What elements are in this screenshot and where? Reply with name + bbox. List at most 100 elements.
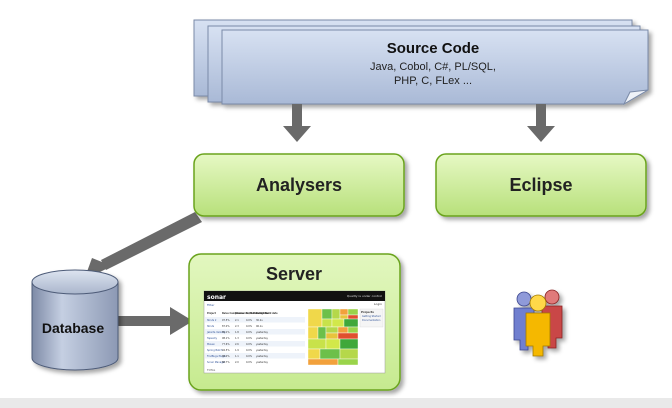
sonar-treemap-cell bbox=[339, 348, 359, 360]
users-group-icon bbox=[513, 289, 563, 357]
sonar-treemap-cell bbox=[325, 332, 339, 340]
sonar-cell: 89.1% bbox=[222, 331, 230, 334]
sonar-side-panel bbox=[359, 308, 384, 328]
sonar-treemap-cell bbox=[339, 308, 349, 316]
sonar-cell: 0.0% bbox=[246, 331, 253, 334]
sonar-column-header: Rules Compliance bbox=[222, 312, 244, 315]
sonar-project-name: Sonar Manager bbox=[207, 361, 225, 364]
sonar-side-item: Documentation bbox=[362, 319, 381, 322]
sonar-cell: yesterday bbox=[256, 343, 268, 346]
sonar-table-row bbox=[205, 347, 305, 353]
sonar-cell: yesterday bbox=[256, 361, 268, 364]
sonar-treemap-cell bbox=[321, 308, 333, 320]
sonar-cell: 0.0% bbox=[246, 319, 253, 322]
sonar-cell: yesterday bbox=[256, 337, 268, 340]
sonar-cell: 0.0% bbox=[246, 355, 253, 358]
sonar-cell: 2.1 bbox=[235, 319, 239, 322]
sonar-cell: 77.6% bbox=[222, 343, 230, 346]
sonar-treemap-cell bbox=[325, 338, 341, 350]
sonar-treemap-cell bbox=[331, 318, 345, 328]
sonar-treemap-cell bbox=[307, 308, 323, 328]
sonar-cell: yesterday bbox=[256, 355, 268, 358]
sonar-treemap-cell bbox=[317, 326, 327, 340]
sonar-project-name: Struts 2 bbox=[207, 319, 217, 322]
arrow-analysers-to-database bbox=[84, 212, 202, 280]
sonar-table-row bbox=[205, 335, 305, 341]
analysers-box bbox=[193, 153, 405, 217]
database-cylinder bbox=[31, 269, 119, 371]
analysers-label: Analysers bbox=[256, 175, 342, 195]
sonar-cell: 1.8 bbox=[235, 331, 239, 334]
sonar-cell: 1.1 bbox=[235, 355, 239, 358]
sonar-table-row bbox=[205, 323, 305, 329]
sonar-treemap-cell bbox=[319, 348, 341, 360]
arrow-source-to-eclipse bbox=[527, 104, 555, 142]
bottom-band bbox=[0, 398, 672, 408]
sonar-project-name: Maven bbox=[207, 343, 215, 346]
database-label: Database bbox=[42, 320, 104, 336]
sonar-cell: 1.9 bbox=[235, 349, 239, 352]
sonar-cell: 1.3 bbox=[235, 337, 239, 340]
sonar-treemap bbox=[307, 308, 359, 366]
sonar-treemap-cell bbox=[339, 314, 349, 320]
sonar-project-name: Struts bbox=[207, 325, 215, 328]
sonar-treemap-cell bbox=[325, 326, 339, 334]
sonar-cell: yesterday bbox=[256, 349, 268, 352]
arrow-source-to-analysers bbox=[283, 104, 311, 142]
sonar-cell: yesterday bbox=[256, 331, 268, 334]
sonar-treemap-cell bbox=[307, 338, 327, 350]
sonar-treemap-cell bbox=[307, 358, 339, 366]
sonar-column-header: Build date bbox=[265, 312, 278, 315]
sonar-cell: 0.0% bbox=[246, 343, 253, 346]
sonar-logo: sonar bbox=[207, 294, 226, 301]
sonar-cell: 2.6 bbox=[235, 343, 239, 346]
sonar-header-bar bbox=[204, 291, 385, 301]
sonar-column-header: Build time bbox=[256, 312, 269, 315]
sonar-cell: 98.1% bbox=[222, 337, 230, 340]
sonar-cell: 97.5% bbox=[222, 319, 230, 322]
sonar-cell: 88.7% bbox=[222, 361, 230, 364]
sonar-column-header: Project bbox=[207, 312, 216, 315]
server-title: Server bbox=[266, 264, 322, 284]
sonar-cell: 30.2s bbox=[256, 319, 263, 322]
sonar-filter-link: Filter bbox=[207, 303, 215, 307]
eclipse-label: Eclipse bbox=[509, 175, 572, 195]
sonar-project-name: FindBugs Plugin bbox=[207, 355, 226, 358]
sonar-treemap-cell bbox=[343, 318, 359, 328]
sonar-table-row bbox=[205, 353, 305, 359]
sonar-treemap-cell bbox=[337, 358, 359, 366]
sonar-footer: TOTAL bbox=[207, 368, 216, 372]
sonar-column-header: Code Coverage bbox=[246, 312, 265, 315]
sonar-cell: 94.5% bbox=[222, 349, 230, 352]
sonar-treemap-cell bbox=[339, 338, 359, 350]
sonar-cell: 06.1s bbox=[256, 325, 263, 328]
eclipse-box bbox=[435, 153, 647, 217]
sonar-project-name: Jakarta Velocity bbox=[206, 331, 226, 334]
sonar-treemap-cell bbox=[331, 308, 341, 320]
sonar-table-row bbox=[205, 341, 305, 347]
arrow-database-to-server bbox=[118, 307, 193, 335]
sonar-cell: 0.0% bbox=[246, 349, 253, 352]
paper-fold bbox=[622, 89, 649, 106]
sonar-side-title: Projects bbox=[361, 310, 374, 314]
sonar-cell: 0.0% bbox=[246, 337, 253, 340]
sonar-project-name: Tapestry bbox=[207, 337, 218, 340]
sonar-treemap-cell bbox=[337, 326, 349, 334]
sonar-cell: 0.0% bbox=[246, 361, 253, 364]
sonar-treemap-cell bbox=[347, 326, 359, 334]
sonar-cell: 98.0% bbox=[222, 355, 230, 358]
sonar-treemap-cell bbox=[307, 326, 319, 340]
sonar-table-row bbox=[205, 359, 305, 365]
sonar-treemap-cell bbox=[307, 348, 321, 360]
sonar-table-row bbox=[205, 317, 305, 323]
sonar-table-row bbox=[205, 329, 305, 335]
sonar-treemap-cell bbox=[347, 314, 359, 320]
sonar-treemap-cell bbox=[337, 332, 359, 340]
sonar-cell: 0.0% bbox=[246, 325, 253, 328]
sonar-login: Login bbox=[374, 302, 382, 306]
sonar-treemap-cell bbox=[321, 318, 333, 328]
sonar-column-header: Comments / Tests bbox=[235, 312, 257, 315]
